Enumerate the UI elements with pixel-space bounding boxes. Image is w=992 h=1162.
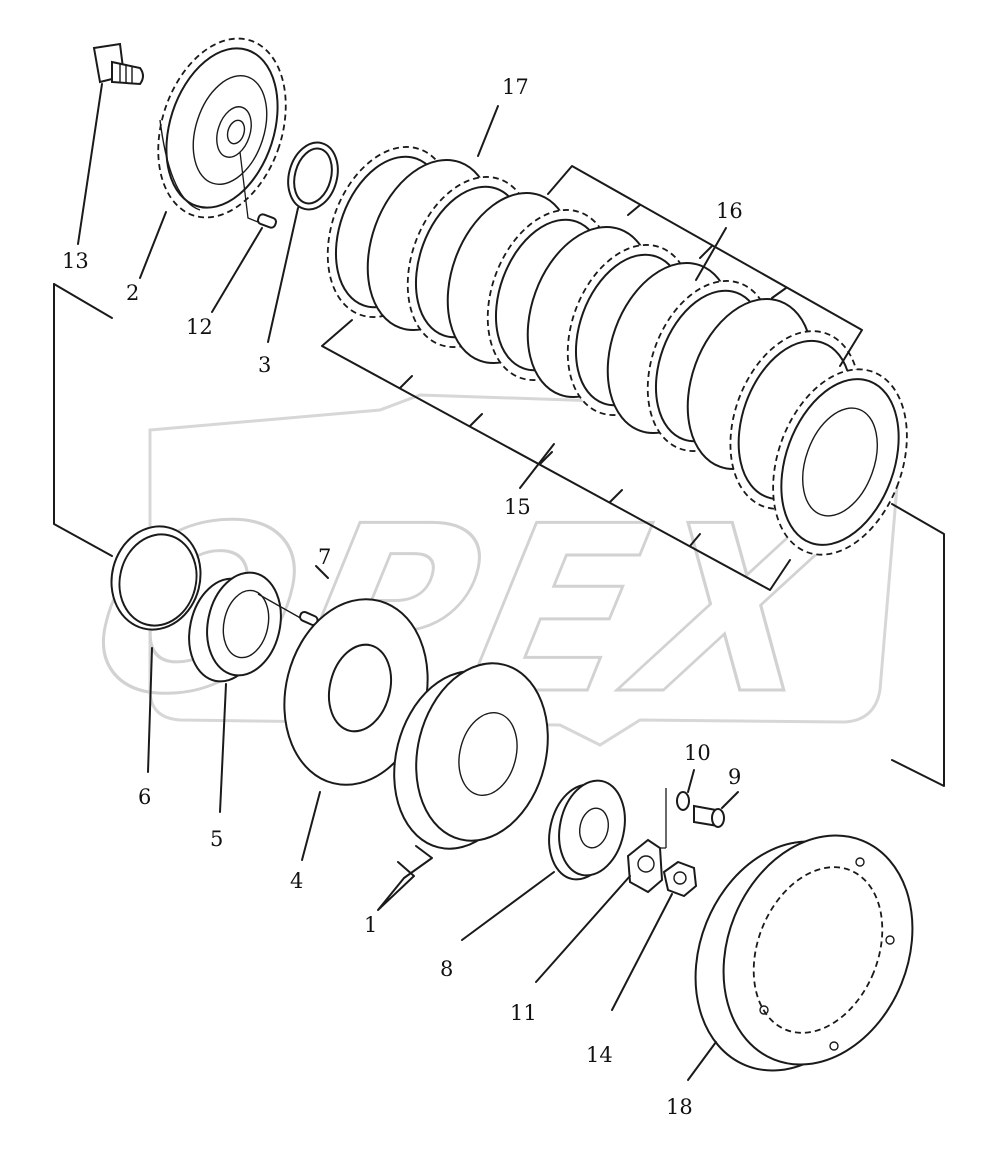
part-8-cup xyxy=(548,779,626,881)
part-2-hub xyxy=(157,37,287,219)
label-9: 9 xyxy=(728,765,741,789)
clutch-plate-stack xyxy=(321,146,908,591)
part-labels: 13 2 12 3 17 16 15 7 6 5 4 1 10 9 8 11 1… xyxy=(62,75,743,1119)
label-7: 7 xyxy=(318,545,331,569)
part-18-housing xyxy=(694,834,914,1072)
part-4-plate xyxy=(283,598,429,786)
label-12: 12 xyxy=(186,315,213,339)
part-14-nut xyxy=(662,860,698,898)
label-6: 6 xyxy=(138,785,151,809)
label-5: 5 xyxy=(210,827,223,851)
part-12-pin xyxy=(239,151,278,229)
label-18: 18 xyxy=(666,1095,693,1119)
part-9-bolt xyxy=(693,804,725,828)
label-1: 1 xyxy=(364,913,377,937)
label-8: 8 xyxy=(440,957,453,981)
part-5-bearing xyxy=(188,571,282,683)
label-2: 2 xyxy=(126,281,139,305)
label-14: 14 xyxy=(586,1043,613,1067)
label-4: 4 xyxy=(290,869,303,893)
label-13: 13 xyxy=(62,249,89,273)
label-10: 10 xyxy=(684,741,711,765)
leader-lines xyxy=(77,83,739,1081)
part-3-snap-ring xyxy=(287,141,339,211)
label-15: 15 xyxy=(504,495,531,519)
label-17: 17 xyxy=(502,75,529,99)
label-3: 3 xyxy=(258,353,271,377)
part-11-lock-plate xyxy=(626,838,664,894)
label-11: 11 xyxy=(510,1001,537,1025)
part-1-piston xyxy=(393,662,549,850)
assembly-guide-left xyxy=(53,283,113,557)
part-6-ring xyxy=(110,525,202,631)
part-13-bolt xyxy=(92,42,144,86)
assembly-guide-right xyxy=(891,503,945,787)
label-16: 16 xyxy=(716,199,743,223)
part-10-washer xyxy=(660,788,690,849)
